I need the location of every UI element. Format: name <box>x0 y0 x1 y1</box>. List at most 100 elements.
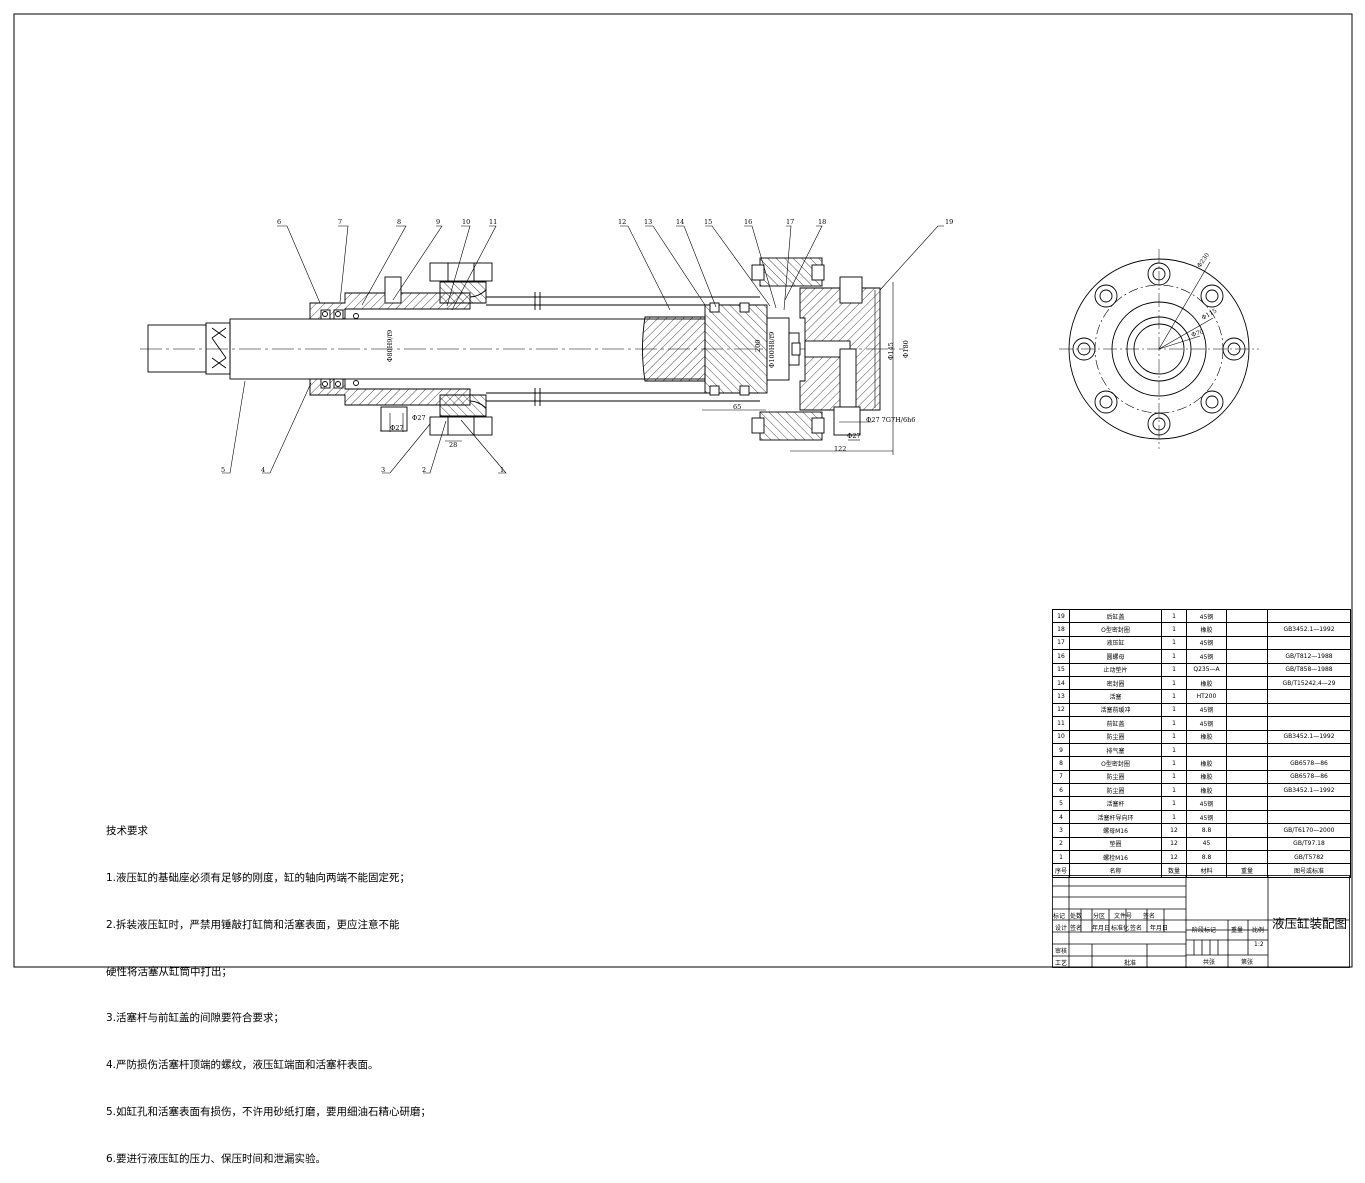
bom-cell: 12 <box>1161 850 1187 865</box>
balloon-3: 3 <box>381 466 385 474</box>
title-block <box>1052 875 1350 968</box>
balloon-8: 8 <box>397 218 401 226</box>
bom-cell: 垫圈 <box>1069 836 1162 852</box>
bom-cell: 8 <box>1052 756 1070 771</box>
bom-cell: 12 <box>1052 702 1070 718</box>
bom-cell: 活塞前缓冲 <box>1069 702 1162 718</box>
bom-cell: 4 <box>1052 809 1070 825</box>
dim-145: Φ145 <box>887 342 895 360</box>
bom-cell: 45 <box>1186 836 1227 852</box>
bom-cell: 11 <box>1052 716 1070 731</box>
bom-cell: 45钢 <box>1186 649 1227 664</box>
cylinder-section-view <box>140 257 905 441</box>
tb-date2: 年月日 <box>1150 925 1169 932</box>
dimension-texts: Φ80H9/f9 Φ27 Φ27 28 65 200 Φ100H8/f9 Φ14… <box>386 330 915 453</box>
bom-cell: 8.8 <box>1186 850 1227 865</box>
balloon-13: 13 <box>644 218 652 226</box>
bom-cell: 6 <box>1052 783 1070 798</box>
tb-count: 处数 <box>1070 913 1083 920</box>
bom-cell <box>1226 809 1268 825</box>
tb-process: 工艺 <box>1055 960 1068 967</box>
bom-cell: 17 <box>1052 635 1070 651</box>
bom-cell <box>1226 689 1268 704</box>
tb-date: 年月日 <box>1092 925 1111 932</box>
bom-cell: 防尘圈 <box>1069 783 1162 798</box>
bom-cell: 7 <box>1052 769 1070 785</box>
balloon-4: 4 <box>261 466 265 474</box>
dim-piston-fit: Φ100H8/f9 <box>768 332 776 368</box>
bom-cell: 止动垫片 <box>1069 662 1162 677</box>
tb-design: 设计 <box>1055 925 1068 932</box>
cushion-sleeve <box>642 316 706 382</box>
bom-cell: 防尘圈 <box>1069 729 1162 744</box>
bom-cell: 重量 <box>1226 863 1268 878</box>
tb-weight: 重量 <box>1231 927 1244 934</box>
piston <box>704 304 768 394</box>
bom-cell: 活塞杆导向环 <box>1069 809 1162 825</box>
balloon-10: 10 <box>462 218 470 226</box>
bom-cell: 8.8 <box>1186 823 1227 838</box>
balloon-5: 5 <box>221 466 225 474</box>
bom-cell: 1 <box>1161 689 1187 704</box>
balloon-7: 7 <box>338 218 342 226</box>
bom-cell: 12 <box>1161 823 1187 838</box>
bom-cell: 橡胶 <box>1186 729 1227 744</box>
rod-end-collar <box>205 322 231 375</box>
balloon-1: 1 <box>500 466 504 474</box>
bom-cell: 10 <box>1052 729 1070 744</box>
bom-cell <box>1226 649 1268 664</box>
bom-cell <box>1226 675 1268 691</box>
bom-cell: 45钢 <box>1186 635 1227 651</box>
bom-cell <box>1226 783 1268 798</box>
bom-cell: HT200 <box>1186 689 1227 704</box>
bom-cell: GB/T5782 <box>1267 850 1351 865</box>
dimension-lines <box>380 282 894 455</box>
front-flange-bottom <box>439 394 487 417</box>
dim-d27-bottom: Φ27 <box>412 414 426 422</box>
dim-180: Φ180 <box>902 340 910 358</box>
bom-cell: 活塞杆 <box>1069 796 1162 811</box>
dim-65: 65 <box>733 403 741 411</box>
tb-docno: 文件号 <box>1114 913 1133 920</box>
tb-zone: 分区 <box>1093 913 1106 920</box>
bom-cell: 19 <box>1052 608 1070 624</box>
bom-cell: 1 <box>1161 675 1187 691</box>
tb-sign: 签名 <box>1143 913 1156 920</box>
bom-cell: 橡胶 <box>1186 756 1227 771</box>
tb-sheet: 第张 <box>1241 959 1254 966</box>
bom-cell: GB6578—86 <box>1267 769 1351 785</box>
bom-cell: 1 <box>1161 635 1187 651</box>
bom-cell: 1 <box>1161 796 1187 811</box>
balloon-19: 19 <box>945 218 953 226</box>
bom-cell: GB6578—86 <box>1267 756 1351 771</box>
dim-d27-right: Φ27 <box>847 432 861 440</box>
tech-line-5: 4.严防损伤活塞杆顶端的螺纹，液压缸端面和活塞杆表面。 <box>106 1059 379 1072</box>
end-view-dims: Φ230 Φ115 Φ70 <box>1190 252 1218 339</box>
tb-stage: 阶段标记 <box>1192 927 1217 934</box>
rod-end-thread <box>147 324 207 373</box>
tb-approve: 批准 <box>1124 960 1137 967</box>
bom-cell: 1 <box>1161 729 1187 744</box>
bom-cell: 16 <box>1052 649 1070 664</box>
balloon-labels: 6 7 8 9 10 11 12 13 14 15 16 17 18 19 5 … <box>221 218 953 474</box>
dim-end-pcd: Φ230 <box>1196 252 1211 270</box>
bom-cell <box>1226 796 1268 811</box>
tech-line-4: 3.活塞杆与前缸盖的间隙要符合要求； <box>106 1012 285 1025</box>
bom-cell: 排气塞 <box>1069 742 1162 758</box>
tech-line-2: 2.拆装液压缸时，严禁用锤敲打缸筒和活塞表面，更应注意不能 <box>106 918 400 931</box>
bom-cell: 14 <box>1052 675 1070 691</box>
bom-cell: 12 <box>1161 836 1187 852</box>
bom-cell: O型密封圈 <box>1069 622 1162 637</box>
tb-mark: 标记 <box>1053 913 1066 920</box>
bom-cell <box>1226 716 1268 731</box>
bom-cell: 1 <box>1161 662 1187 677</box>
front-flange-top <box>439 281 487 304</box>
bom-cell: 13 <box>1052 689 1070 704</box>
